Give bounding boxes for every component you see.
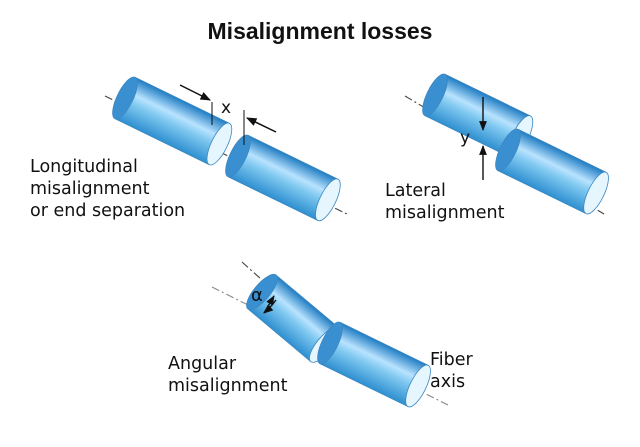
gap-arrow-right — [246, 117, 277, 133]
longitudinal-panel — [104, 76, 348, 222]
lateral-panel — [404, 73, 609, 215]
angular-label: Angular misalignment — [168, 354, 288, 396]
lateral-label: Lateral misalignment — [385, 181, 505, 223]
offset-symbol-y: y — [460, 128, 471, 148]
gap-arrow-left — [179, 84, 211, 101]
longitudinal-label: Longitudinal misalignment or end separat… — [30, 157, 186, 221]
angular-panel — [211, 261, 449, 408]
fiber-right-longitudinal — [225, 134, 341, 222]
gap-symbol-x: x — [221, 98, 232, 118]
fiber-axis-label: Fiber axis — [430, 350, 473, 392]
fiber-left-longitudinal — [112, 76, 233, 166]
fiber-right-lateral — [495, 128, 609, 215]
angle-arrow-up — [263, 295, 275, 314]
fiber-straight-angular — [317, 321, 431, 408]
diagram-title: Misalignment losses — [207, 18, 433, 44]
angle-symbol-alpha: α — [251, 285, 263, 306]
